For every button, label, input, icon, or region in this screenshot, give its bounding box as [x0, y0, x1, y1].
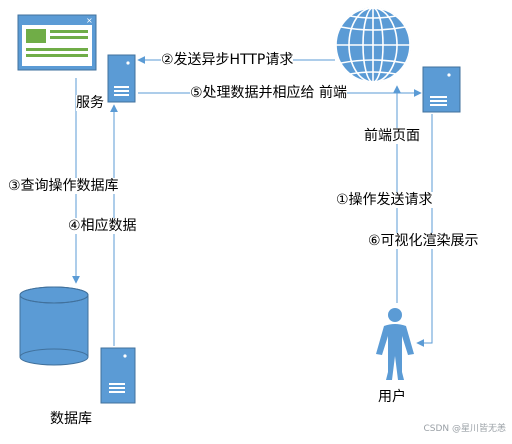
edge-step5-label: ⑤处理数据并相应给 前端 — [190, 85, 348, 101]
edge-step4-label: ④相应数据 — [68, 218, 137, 234]
edge-step1-label: ①操作发送请求 — [336, 192, 433, 208]
svg-text:×: × — [86, 16, 93, 25]
edge-step6-label: ⑥可视化渲染展示 — [368, 233, 479, 249]
frontend-label: 前端页面 — [364, 128, 420, 144]
frontend-server-icon — [422, 66, 461, 113]
user-person-icon — [376, 308, 414, 380]
database-label: 数据库 — [50, 411, 92, 427]
watermark: CSDN @星川皆无恙 — [423, 424, 506, 434]
edge-step2-label: ②发送异步HTTP请求 — [161, 52, 294, 68]
service-server-icon — [107, 54, 136, 103]
edge-step3-label: ③查询操作数据库 — [8, 178, 119, 194]
browser-window-icon: × — [17, 14, 97, 71]
globe-icon — [335, 7, 411, 83]
user-label: 用户 — [378, 389, 406, 405]
database-cylinder-icon — [19, 286, 89, 366]
edge-step6-line — [416, 114, 433, 347]
service-label: 服务 — [76, 95, 104, 111]
database-server-icon — [100, 347, 136, 404]
